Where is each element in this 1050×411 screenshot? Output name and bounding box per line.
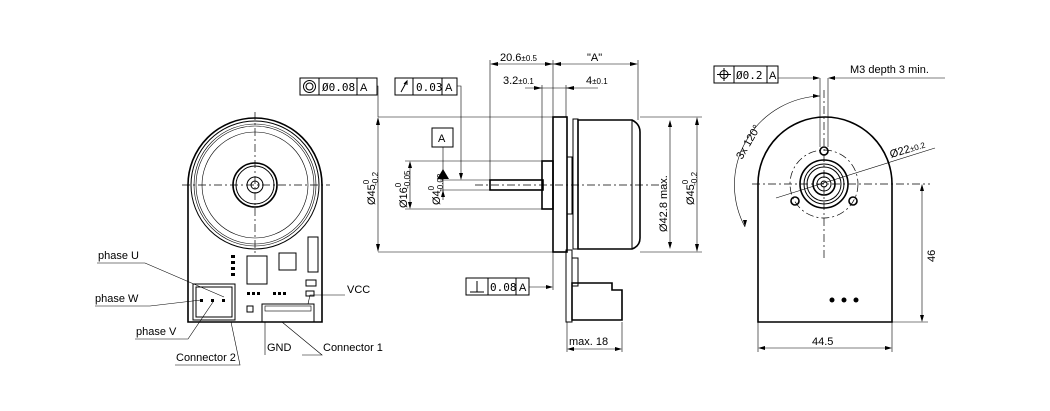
svg-text:A: A (445, 82, 453, 94)
dim-4: 4±0.1 (586, 75, 608, 87)
dim-a: "A" (587, 52, 602, 64)
position-frame: Ø0.2 A (713, 65, 779, 84)
svg-text:A: A (360, 82, 368, 94)
position-icon (717, 68, 731, 81)
label-connector-1: Connector 1 (323, 342, 383, 354)
side-connector (571, 282, 623, 321)
perpendicularity-icon (470, 281, 484, 293)
mounting-hole (848, 196, 858, 206)
svg-text:A: A (769, 70, 777, 82)
label-connector-2: Connector 2 (176, 352, 236, 364)
dim-d16: Ø160-0.05 (394, 170, 412, 208)
svg-text:A: A (519, 282, 527, 294)
mounting-hole (790, 196, 800, 206)
concentricity-icon (303, 80, 316, 93)
svg-text:Ø0.08: Ø0.08 (322, 81, 355, 94)
dim-max-18: max. 18 (569, 336, 608, 348)
svg-text:0.03: 0.03 (416, 81, 443, 94)
pcb-components (231, 236, 319, 313)
dim-d22: Ø22±0.2 (888, 139, 927, 161)
rear-view: phase U phase W phase V Connector 2 GND … (95, 112, 383, 366)
flange (552, 116, 568, 253)
dim-3-2: 3.2±0.1 (503, 75, 534, 87)
dim-d45-left: Ø450-0.2 (362, 171, 380, 205)
dim-d4: Ø40-0.02 (427, 173, 445, 205)
svg-text:A: A (438, 133, 446, 145)
shaft (489, 179, 544, 191)
label-phase-v: phase V (136, 326, 177, 338)
front-view-outline (757, 116, 893, 323)
datum-a: A (431, 127, 454, 179)
mounting-hole (819, 146, 829, 156)
perpendicularity-frame: 0.08 A (465, 252, 554, 296)
label-phase-w: phase W (95, 293, 139, 305)
label-gnd: GND (267, 342, 292, 354)
rear-view-outline (187, 117, 323, 323)
dim-46: 46 (926, 250, 938, 262)
runout-icon (400, 79, 408, 93)
dim-d45-right: Ø450-0.2 (681, 171, 699, 205)
dim-angle: 3x 120° (734, 123, 763, 161)
side-view: Ø450-0.2 Ø160-0.05 Ø40-0.02 Ø42.8 max. Ø… (299, 52, 702, 352)
dim-44-5: 44.5 (812, 336, 833, 348)
dim-m3: M3 depth 3 min. (850, 64, 929, 76)
connector-2 (192, 283, 236, 321)
dim-20-6: 20.6±0.5 (500, 52, 537, 64)
concentricity-frame: Ø0.08 A (299, 77, 379, 117)
label-vcc: VCC (347, 284, 370, 296)
runout-frame: 0.03 A (394, 77, 463, 180)
motor-body (577, 119, 641, 250)
svg-text:Ø0.2: Ø0.2 (736, 69, 763, 82)
front-view: M3 depth 3 min. 3x 120° Ø22±0.2 46 44.5 … (713, 64, 945, 352)
dim-d42-8: Ø42.8 max. (658, 175, 670, 232)
connector-1 (261, 303, 315, 323)
svg-text:0.08: 0.08 (490, 281, 517, 294)
label-phase-u: phase U (98, 250, 139, 262)
